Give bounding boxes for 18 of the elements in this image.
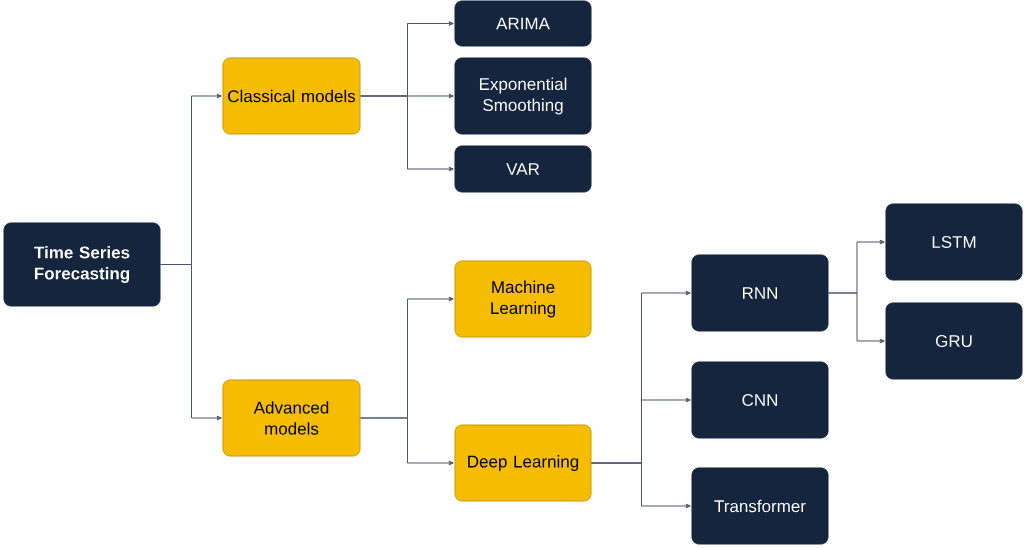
connector-arrow: [160, 264, 222, 421]
connector-arrow: [360, 417, 454, 466]
model-box: ARIMA: [454, 0, 592, 47]
category-box: Classical models: [222, 57, 361, 135]
model-box: RNN: [691, 254, 829, 332]
model-box: Transformer: [691, 467, 829, 545]
connector-arrow: [591, 462, 691, 509]
model-box: CNN: [691, 361, 829, 439]
category-box: Machine Learning: [454, 260, 592, 338]
model-box: Exponential Smoothing: [454, 57, 592, 135]
connector-arrow: [360, 95, 454, 172]
model-box: LSTM: [885, 203, 1023, 281]
model-box: GRU: [885, 302, 1023, 380]
category-box: Deep Learning: [454, 424, 592, 502]
root-box: Time Series Forecasting: [3, 222, 161, 307]
category-box: Advanced models: [222, 379, 361, 457]
connector-arrow: [828, 292, 885, 344]
model-box: VAR: [454, 145, 592, 193]
